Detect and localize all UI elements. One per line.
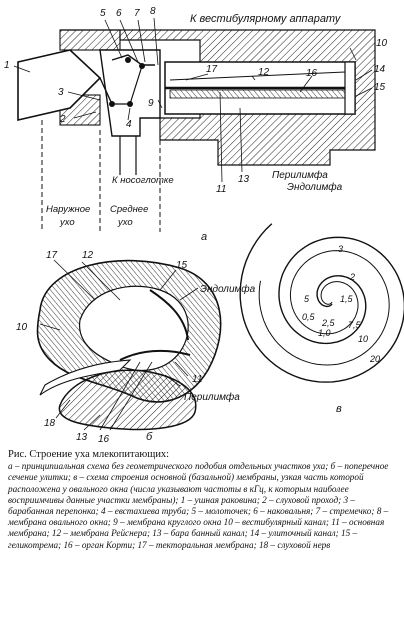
svg-text:3: 3 bbox=[58, 87, 64, 98]
spiral-outline bbox=[239, 223, 404, 383]
ossicle-joint-1 bbox=[125, 57, 131, 63]
svg-text:2: 2 bbox=[59, 114, 66, 125]
auditory-nerve bbox=[39, 359, 132, 396]
leader-lines-a bbox=[13, 17, 373, 183]
organ-of-corti-strip bbox=[169, 89, 346, 99]
svg-text:2: 2 bbox=[349, 272, 355, 282]
svg-text:6: 6 bbox=[116, 8, 122, 19]
svg-text:8: 8 bbox=[150, 6, 156, 17]
svg-text:10: 10 bbox=[358, 334, 368, 344]
panel-v-letter: в bbox=[336, 403, 342, 415]
label-vestibular-apparatus: К вестибулярному аппарату bbox=[190, 13, 342, 25]
ossicle-link-2 bbox=[129, 65, 143, 105]
label-perilymph-b: Перилимфа bbox=[184, 391, 240, 403]
label-outer-ear: Наружное bbox=[46, 204, 90, 215]
svg-text:11: 11 bbox=[192, 374, 202, 385]
svg-text:12: 12 bbox=[258, 67, 270, 78]
svg-text:11: 11 bbox=[216, 184, 226, 195]
svg-text:16: 16 bbox=[306, 68, 318, 79]
svg-text:17: 17 bbox=[206, 64, 218, 75]
label-perilymph-a: Перилимфа bbox=[272, 169, 328, 181]
svg-text:15: 15 bbox=[176, 260, 188, 271]
svg-text:13: 13 bbox=[238, 174, 250, 185]
reissner-membrane-b bbox=[149, 289, 189, 341]
basilar-membrane-b bbox=[119, 349, 191, 361]
svg-text:13: 13 bbox=[76, 432, 88, 443]
svg-text:0,5: 0,5 bbox=[302, 312, 316, 322]
label-outer-ear-2: ухо bbox=[59, 217, 75, 228]
pinna-shape bbox=[17, 49, 102, 122]
svg-text:16: 16 bbox=[98, 434, 110, 445]
eustachian-tube bbox=[119, 136, 137, 175]
svg-text:10: 10 bbox=[16, 322, 28, 333]
spiral-frequency-labels: 3 2 1,5 1,0 0,5 5 2,5 7,5 10 20 bbox=[302, 244, 380, 364]
bone-upper-left bbox=[59, 29, 121, 51]
spiral-inner-outline bbox=[258, 250, 390, 366]
svg-text:9: 9 bbox=[148, 98, 154, 109]
svg-text:14: 14 bbox=[374, 64, 386, 75]
panel-b-cross-section bbox=[36, 259, 222, 431]
eardrum-line bbox=[99, 77, 113, 105]
svg-text:7,5: 7,5 bbox=[348, 320, 362, 330]
svg-text:5: 5 bbox=[100, 8, 106, 19]
middle-ear-cavity bbox=[99, 49, 161, 137]
svg-text:1: 1 bbox=[4, 60, 10, 71]
helicotrema bbox=[344, 61, 356, 115]
svg-text:10: 10 bbox=[376, 38, 388, 49]
panel-v-spiral bbox=[239, 223, 404, 383]
panel-b-letter: б bbox=[146, 431, 153, 443]
svg-text:1,0: 1,0 bbox=[318, 328, 331, 338]
svg-text:5: 5 bbox=[304, 294, 310, 304]
svg-text:17: 17 bbox=[46, 250, 58, 261]
svg-text:4: 4 bbox=[126, 119, 132, 130]
numbers-panel-a: 1 2 3 4 5 6 7 8 9 10 11 12 13 14 15 16 1… bbox=[4, 6, 388, 195]
svg-text:1,5: 1,5 bbox=[340, 294, 354, 304]
label-middle-ear-2: ухо bbox=[117, 217, 133, 228]
reissner-membrane bbox=[169, 71, 346, 81]
svg-text:15: 15 bbox=[374, 82, 386, 93]
svg-text:18: 18 bbox=[44, 418, 56, 429]
panel-a-schematic bbox=[13, 17, 376, 232]
ear-structure-figure: К вестибулярному аппарату К носоглотке П… bbox=[4, 6, 404, 445]
caption-title: Рис. Строение уха млекопитающих: bbox=[8, 449, 170, 460]
label-middle-ear: Среднее bbox=[110, 204, 148, 215]
label-endolymph-b: Эндолимфа bbox=[200, 283, 256, 295]
svg-text:7: 7 bbox=[134, 8, 140, 19]
caption-body: а – принципиальная схема без геометричес… bbox=[8, 461, 389, 550]
figure-caption: Рис. Строение уха млекопитающих: а – при… bbox=[8, 449, 400, 551]
svg-text:12: 12 bbox=[82, 250, 94, 261]
numbers-panel-b: 10 11 12 13 15 16 17 18 bbox=[16, 250, 202, 445]
svg-text:2,5: 2,5 bbox=[321, 318, 336, 328]
ossicle-chain bbox=[111, 54, 155, 66]
svg-text:3: 3 bbox=[338, 244, 343, 254]
label-nasopharynx: К носоглотке bbox=[112, 175, 174, 186]
svg-text:20: 20 bbox=[369, 354, 380, 364]
panel-a-letter: а bbox=[201, 231, 207, 243]
label-endolymph-a: Эндолимфа bbox=[287, 181, 343, 193]
leader-lines-b bbox=[39, 259, 199, 431]
scala-media bbox=[79, 285, 189, 371]
